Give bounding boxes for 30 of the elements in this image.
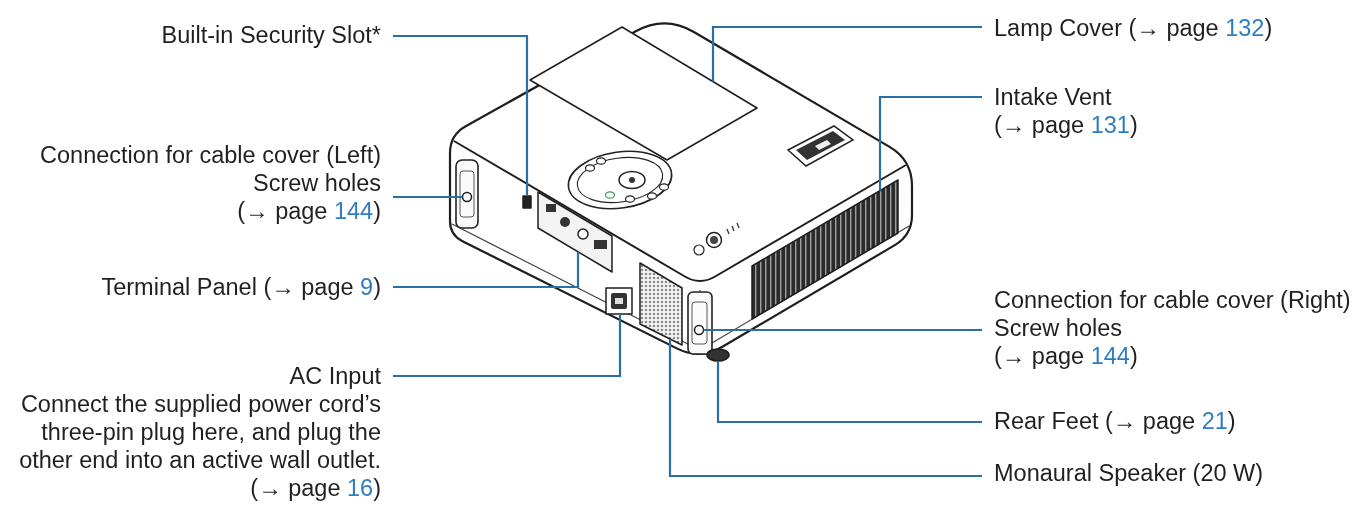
lamp-cover	[529, 26, 758, 161]
callout-label: Terminal Panel (→ page 9)	[101, 273, 381, 301]
leader-line	[711, 25, 982, 82]
callout-label: Rear Feet (→ page 21)	[994, 407, 1236, 435]
callout-label: Monaural Speaker (20 W)	[994, 459, 1264, 487]
leader-line	[393, 195, 463, 199]
callout-label: AC Input	[289, 362, 381, 390]
screw-hole	[693, 324, 705, 336]
leader-line	[393, 34, 529, 196]
intake-vent	[751, 179, 899, 320]
callout-label: Lamp Cover (→ page 132)	[994, 14, 1273, 42]
leader-line	[668, 339, 982, 478]
rear-foot	[706, 348, 730, 362]
leader-line	[716, 361, 982, 424]
callout-label: Connection for cable cover (Right)	[994, 286, 1351, 314]
leader-line	[393, 251, 580, 289]
callout-label: Connection for cable cover (Left)	[40, 141, 381, 169]
speaker-grille	[639, 262, 683, 346]
callout-label: Built-in Security Slot*	[161, 21, 381, 49]
screw-hole	[461, 191, 473, 203]
ac-inlet	[605, 287, 633, 315]
leader-line	[703, 328, 982, 332]
terminal-panel	[537, 191, 613, 273]
leader-line	[393, 314, 622, 378]
callout-note: Screw holes (→ page 144)	[236, 169, 381, 225]
callout-note: Connect the supplied power cord’s three-pin plug here, and plug the other end into an active wall outlet. (→ page 16)	[18, 390, 381, 502]
callout-note: Screw holes (→ page 144)	[994, 314, 1139, 370]
leader-line	[878, 95, 982, 191]
security-slot	[522, 195, 532, 209]
callout-label: Intake Vent (→ page 131)	[994, 83, 1139, 139]
